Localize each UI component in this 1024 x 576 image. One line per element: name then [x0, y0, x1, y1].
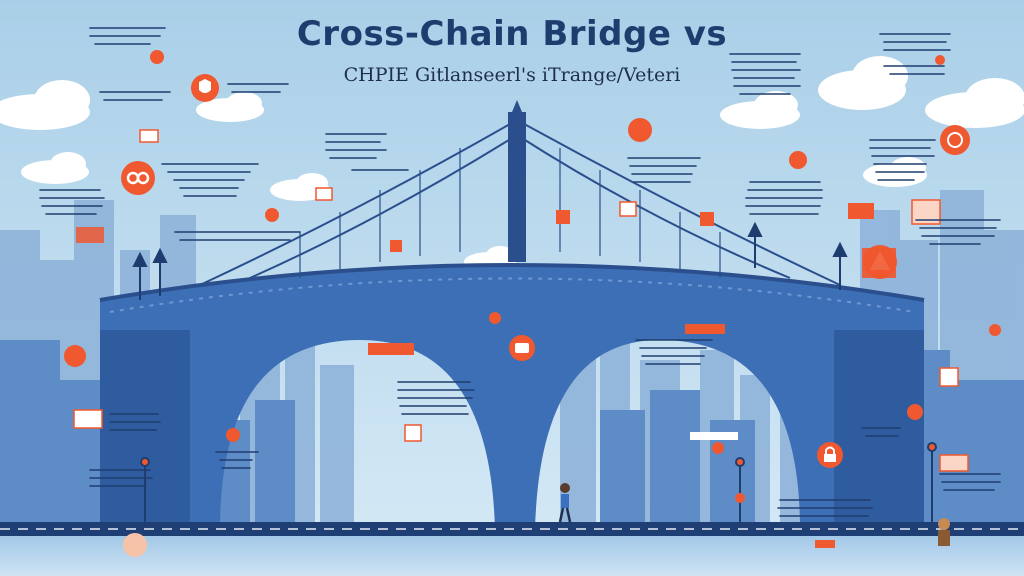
decorative-text-lines — [39, 27, 1001, 517]
walking-person — [558, 483, 572, 523]
road — [0, 522, 1024, 536]
accent-icons — [64, 50, 1001, 557]
working-person — [938, 518, 950, 546]
badges — [73, 129, 969, 548]
chain-link-icon — [121, 161, 155, 195]
page-title: Cross-Chain Bridge vs — [296, 14, 728, 54]
shield-icon — [191, 74, 219, 102]
clouds — [0, 56, 1024, 272]
coin-icon — [940, 125, 970, 155]
page-subtitle: CHPIE Gitlanseerl's iTrange/Veteri — [343, 64, 681, 86]
water — [0, 530, 1024, 576]
wallet-icon — [509, 335, 535, 361]
lock-icon — [817, 442, 843, 468]
bridge — [99, 100, 925, 530]
